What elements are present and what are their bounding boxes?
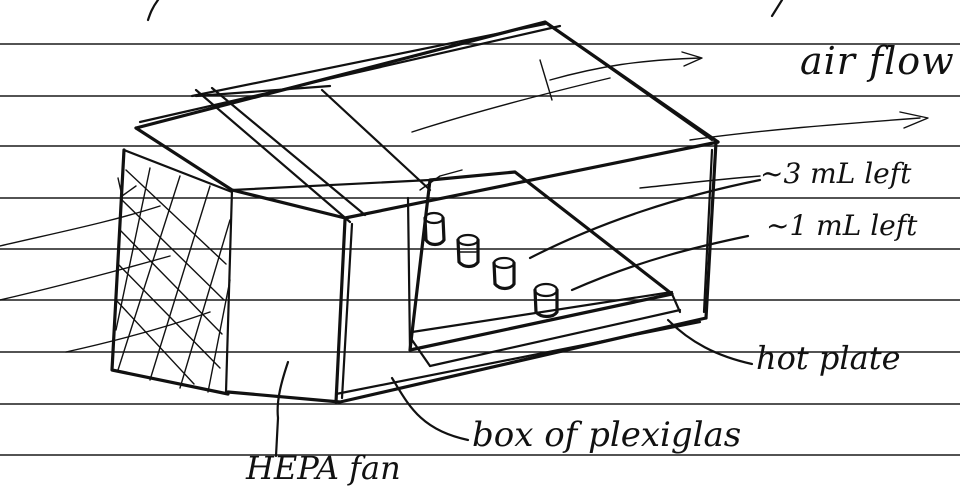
stray-marks [148,0,782,20]
hepa-fan-label: HEPA fan [246,452,401,484]
ruled-lines [0,44,960,455]
hepa-fan-panel [0,150,232,394]
vial-2 [458,235,478,267]
vial-1 [425,213,444,245]
three-ml-label: ~3 mL left [760,160,911,188]
vial-3 [494,258,514,289]
hot-plate-shape [410,170,680,366]
hot-plate-label: hot plate [756,342,901,374]
airflow-label: air flow [800,42,955,80]
vials [425,213,557,317]
one-ml-label: ~1 mL left [766,212,917,240]
box-label: box of plexiglas [472,418,741,452]
